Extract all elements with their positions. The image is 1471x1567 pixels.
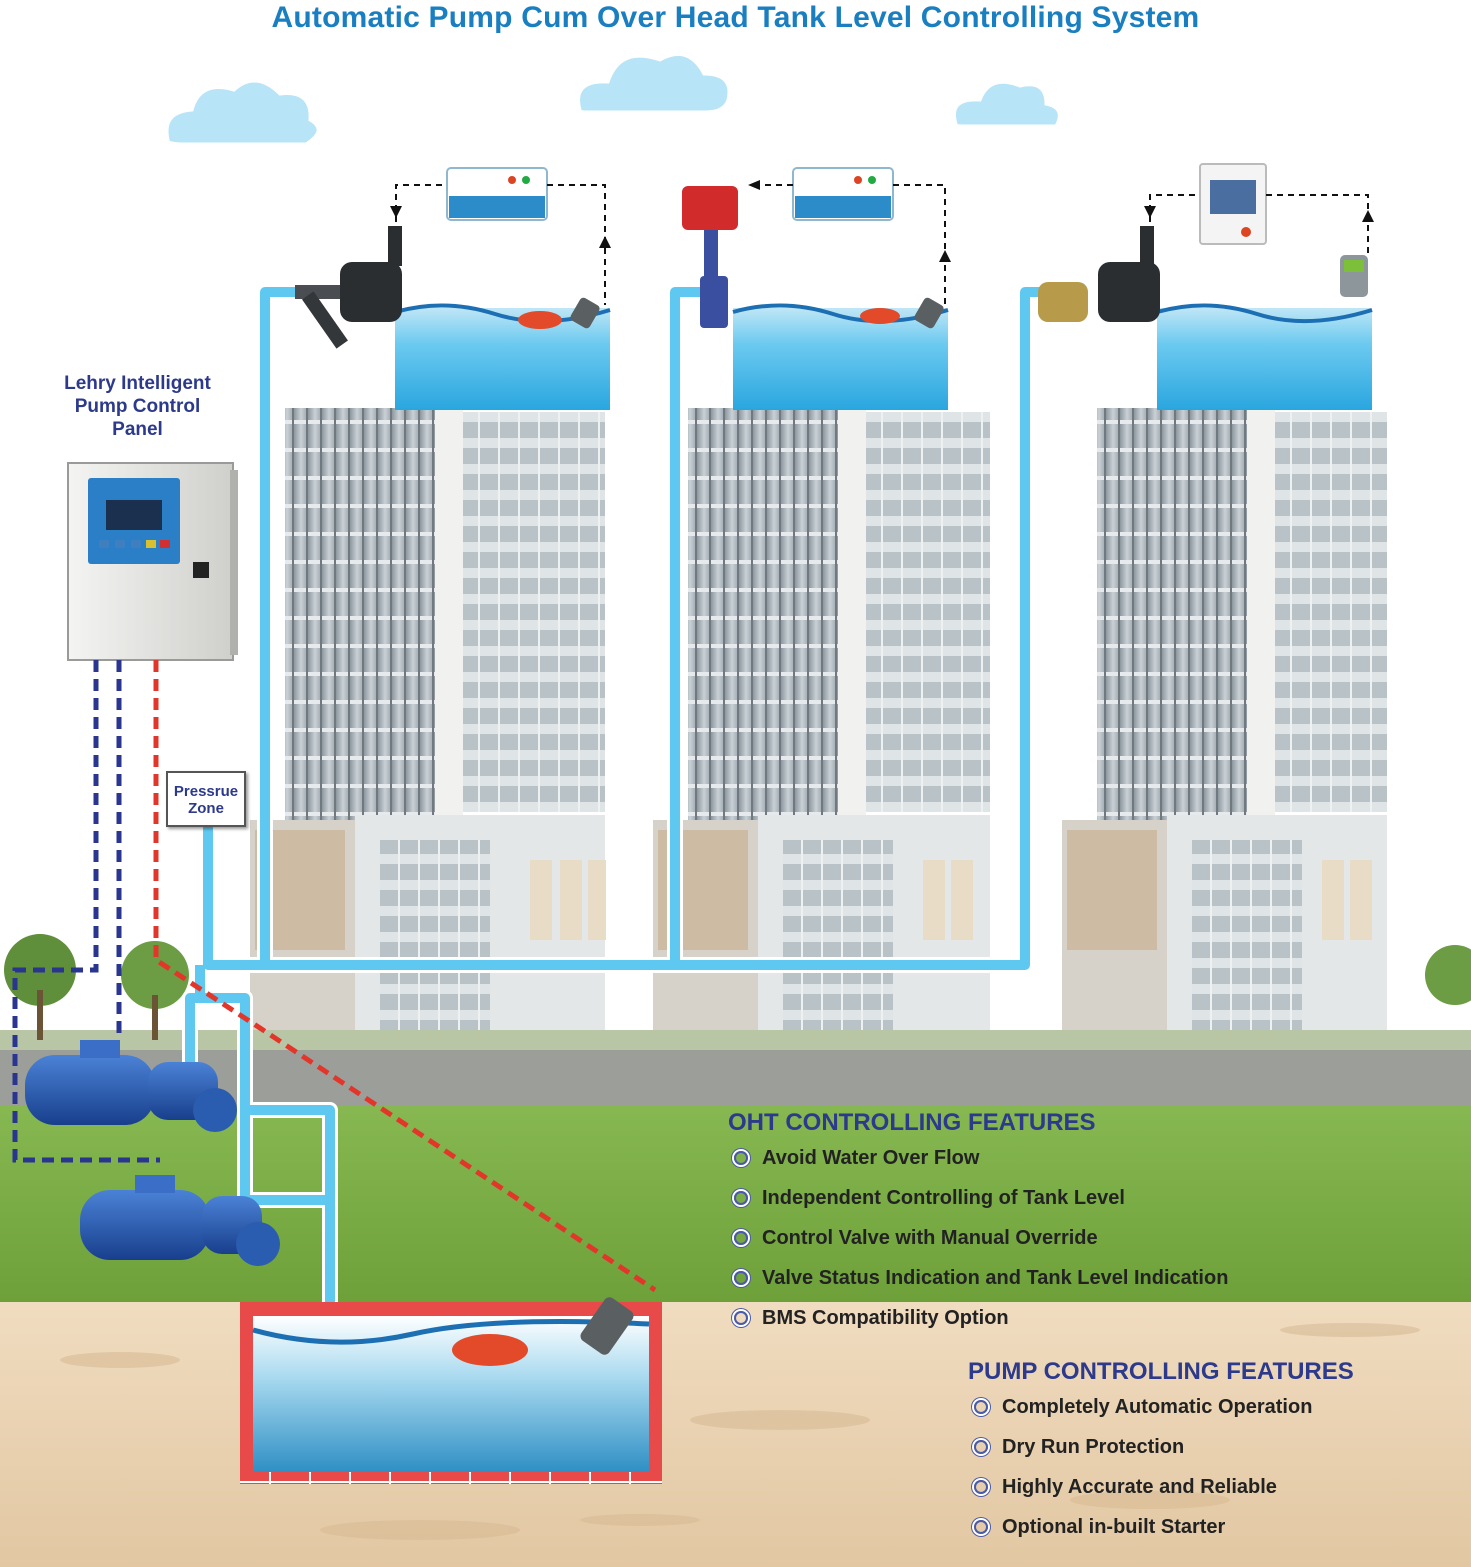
feature-text: Independent Controlling of Tank Level bbox=[762, 1187, 1125, 1209]
cloud-icon bbox=[165, 52, 1061, 146]
bullet-icon bbox=[974, 1520, 988, 1534]
actuated-valve-icon bbox=[682, 186, 738, 328]
pressure-zone-line: Zone bbox=[188, 800, 224, 817]
float-switch-icon bbox=[518, 255, 1368, 329]
water-pipes bbox=[182, 284, 1060, 1345]
overhead-tank-3 bbox=[1156, 303, 1373, 410]
bullet-icon bbox=[734, 1311, 748, 1325]
overhead-tank-1 bbox=[394, 303, 611, 410]
page-title: Automatic Pump Cum Over Head Tank Level … bbox=[271, 1, 1200, 34]
arrow-icon bbox=[390, 180, 1374, 262]
panel-wiring bbox=[12, 660, 657, 1293]
solenoid-valve-icon bbox=[295, 226, 1160, 349]
oht-features-list: Avoid Water Over Flow Independent Contro… bbox=[728, 1138, 1228, 1338]
oht-features: OHT CONTROLLING FEATURES Avoid Water Ove… bbox=[728, 1108, 1228, 1338]
control-panel-label: Lehry Intelligent Pump Control Panel bbox=[40, 372, 235, 441]
feature-item: Highly Accurate and Reliable bbox=[968, 1467, 1354, 1507]
bullet-icon bbox=[734, 1151, 748, 1165]
feature-text: Control Valve with Manual Override bbox=[762, 1227, 1098, 1249]
feature-text: Highly Accurate and Reliable bbox=[1002, 1476, 1277, 1498]
underground-sump bbox=[240, 1297, 662, 1484]
feature-item: Dry Run Protection bbox=[968, 1427, 1354, 1467]
feature-text: Dry Run Protection bbox=[1002, 1436, 1185, 1458]
bullet-icon bbox=[974, 1480, 988, 1494]
signal-lines bbox=[395, 184, 1369, 305]
bullet-icon bbox=[734, 1191, 748, 1205]
oht-features-heading: OHT CONTROLLING FEATURES bbox=[728, 1109, 1096, 1136]
trees bbox=[4, 934, 1471, 1040]
feature-item: Completely Automatic Operation bbox=[968, 1387, 1354, 1427]
bullet-icon bbox=[974, 1440, 988, 1454]
pump-features: PUMP CONTROLLING FEATURES Completely Aut… bbox=[968, 1357, 1354, 1547]
feature-text: Valve Status Indication and Tank Level I… bbox=[762, 1267, 1229, 1289]
feature-item: Optional in-built Starter bbox=[968, 1507, 1354, 1547]
panel-label-line: Lehry Intelligent bbox=[64, 373, 211, 394]
pump-features-heading: PUMP CONTROLLING FEATURES bbox=[968, 1358, 1354, 1385]
centrifugal-pump-icon bbox=[25, 1040, 280, 1266]
bullet-icon bbox=[734, 1271, 748, 1285]
feature-text: Completely Automatic Operation bbox=[1002, 1396, 1313, 1418]
panel-label-line: Pump Control bbox=[74, 396, 201, 417]
pressure-zone-line: Pressrue bbox=[173, 783, 239, 800]
feature-item: Valve Status Indication and Tank Level I… bbox=[728, 1258, 1228, 1298]
overhead-tank-2 bbox=[732, 303, 949, 410]
feature-item: Control Valve with Manual Override bbox=[728, 1218, 1228, 1258]
feature-text: Optional in-built Starter bbox=[1002, 1516, 1226, 1538]
building-2 bbox=[653, 408, 990, 1030]
pressure-zone-box: Pressrue Zone bbox=[166, 771, 246, 827]
feature-item: BMS Compatibility Option bbox=[728, 1298, 1228, 1338]
building-1 bbox=[250, 408, 606, 1030]
control-panel-device bbox=[67, 462, 238, 661]
feature-item: Independent Controlling of Tank Level bbox=[728, 1178, 1228, 1218]
bullet-icon bbox=[974, 1400, 988, 1414]
feature-text: Avoid Water Over Flow bbox=[762, 1147, 980, 1169]
feature-item: Avoid Water Over Flow bbox=[728, 1138, 1228, 1178]
level-controller-icon bbox=[446, 163, 1267, 245]
panel-label-line: Panel bbox=[112, 419, 163, 440]
feature-text: BMS Compatibility Option bbox=[762, 1307, 1009, 1329]
pump-features-list: Completely Automatic Operation Dry Run P… bbox=[968, 1387, 1354, 1547]
building-3 bbox=[1062, 408, 1387, 1030]
bullet-icon bbox=[734, 1231, 748, 1245]
